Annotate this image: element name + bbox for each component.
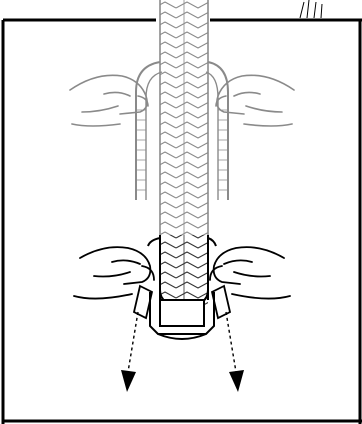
arrow-down-icon <box>121 312 138 392</box>
hand-icon <box>74 247 154 298</box>
tire-icon <box>160 0 208 306</box>
hand-icon <box>210 247 290 298</box>
arrow-down-icon <box>226 312 244 392</box>
